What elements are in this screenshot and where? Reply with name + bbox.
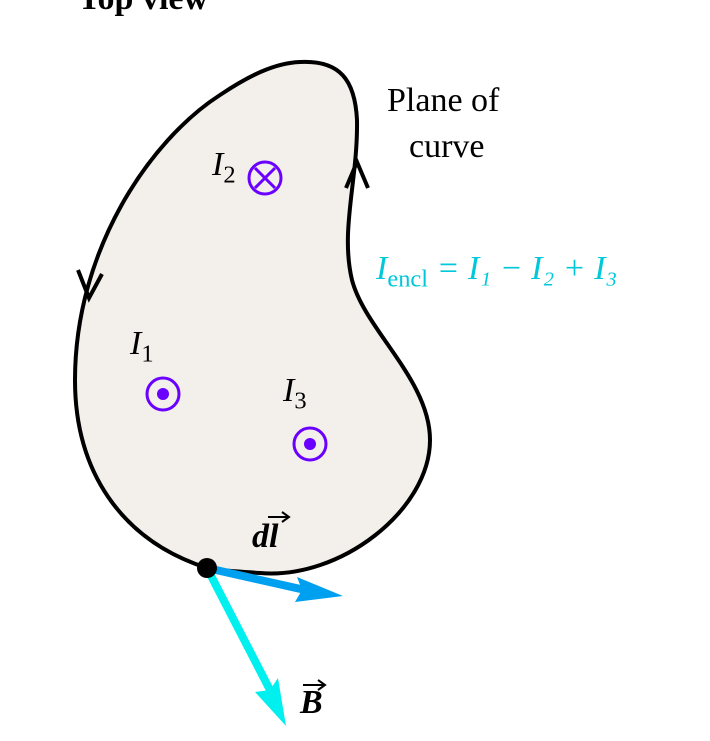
current-i1-label: I1 [130,325,154,368]
b-vector-overarrow [303,679,327,691]
equation-lhs-sub: encl [387,265,429,293]
closed-curve [72,59,433,576]
current-i2-into-icon [247,160,283,196]
equation-rhs: = I₁ − I₂ + I₃ [436,250,618,287]
dl-label: dl [252,518,279,555]
current-i1-out-icon [145,376,181,412]
point-on-curve [197,558,217,578]
curve-direction-arrow-down [76,269,104,303]
plane-label-line2: curve [409,128,485,165]
b-label: B [300,684,323,721]
enclosed-current-equation: Iencl = I₁ − I₂ + I₃ [376,250,617,293]
b-vector-arrow [203,566,286,726]
curve-direction-arrow-up [344,156,370,189]
current-i3-label: I3 [283,372,307,415]
current-i2-label: I2 [212,146,236,189]
dl-vector-overarrow [268,511,291,523]
title: Top view [78,0,208,18]
equation-lhs: I [376,250,388,287]
plane-label-line1: Plane of [387,82,500,119]
current-i3-out-icon [292,426,328,462]
dl-vector-arrow [206,564,343,602]
